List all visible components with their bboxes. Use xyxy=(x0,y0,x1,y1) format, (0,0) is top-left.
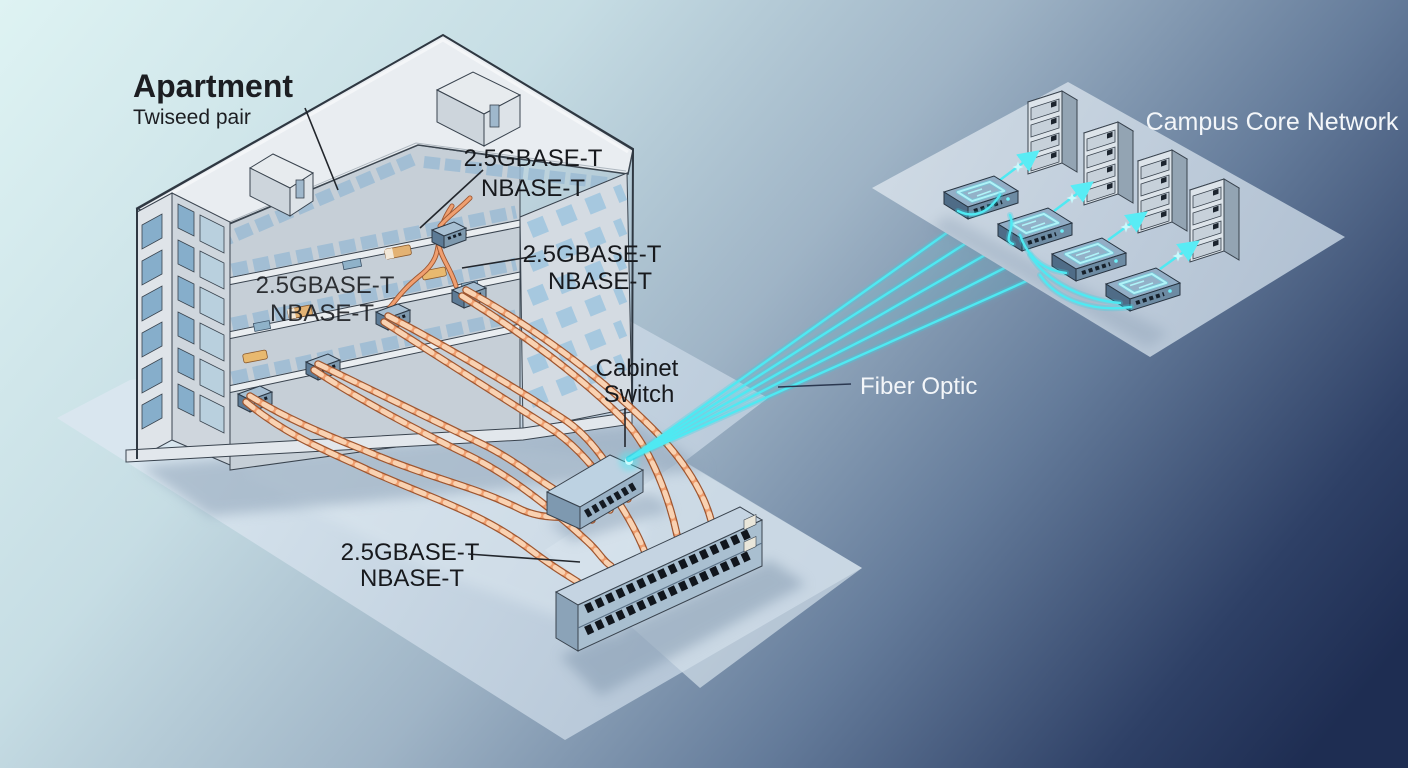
apartment-leader xyxy=(304,107,339,191)
campus-core-network xyxy=(872,82,1345,357)
building-outline xyxy=(136,33,635,459)
patch-panel xyxy=(554,506,764,652)
server-rack xyxy=(1137,149,1188,234)
panel-label-patch xyxy=(743,536,757,553)
balconies xyxy=(199,214,225,434)
left-tower xyxy=(136,192,231,466)
fiber-beams xyxy=(626,190,1043,462)
patch-panel-ports xyxy=(584,527,754,636)
copper-standard-label-bottom: 2.5GBASE-T NBASE-T xyxy=(341,539,480,592)
copper-standard-line1: 2.5GBASE-T xyxy=(341,539,480,566)
fiber-optic-label: Fiber Optic xyxy=(860,373,977,400)
labels: Apartment Twiseed pair 2.5GBASE-T NBASE-… xyxy=(133,68,1399,592)
roof-parapet-highlight xyxy=(141,38,629,212)
campus-platform xyxy=(872,82,1345,357)
cabinet-switch-line1: Cabinet xyxy=(596,355,679,382)
roof-bulkhead xyxy=(248,153,315,217)
copper-standard-line2: NBASE-T xyxy=(548,268,652,295)
cabinet-switch xyxy=(545,451,645,530)
link-sparkles xyxy=(1012,161,1184,262)
patch-panel-shadow xyxy=(560,560,806,696)
copper-label-leader xyxy=(461,255,537,269)
copper-standard-label-right: 2.5GBASE-T NBASE-T xyxy=(523,241,662,295)
left-tower-windows xyxy=(141,203,225,434)
apartment-title: Apartment xyxy=(133,68,293,104)
copper-standard-line2: NBASE-T xyxy=(270,300,374,327)
apartment-building xyxy=(125,33,635,471)
panel-label-patch xyxy=(743,514,757,531)
fiber-optic-leader xyxy=(777,383,852,388)
copper-label-leader xyxy=(419,169,484,229)
copper-standard-label-interior: 2.5GBASE-T NBASE-T xyxy=(256,272,395,327)
cabinet-switch-line2: Switch xyxy=(604,381,675,408)
server-rack xyxy=(1027,90,1078,175)
copper-standard-line1: 2.5GBASE-T xyxy=(464,145,603,172)
copper-standard-line1: 2.5GBASE-T xyxy=(256,272,395,299)
right-tower-windows xyxy=(526,184,628,408)
copper-standard-line2: NBASE-T xyxy=(360,565,464,592)
cabinet-switch-ports xyxy=(583,481,639,518)
cabinet-switch-label: Cabinet Switch xyxy=(596,355,679,408)
right-tower xyxy=(519,172,633,431)
apartment-subtitle: Twiseed pair xyxy=(133,106,251,129)
roof-bulkhead xyxy=(435,71,522,147)
server-rack xyxy=(1083,121,1134,206)
copper-standard-line2: NBASE-T xyxy=(481,175,585,202)
campus-core-network-label: Campus Core Network xyxy=(1146,108,1399,136)
copper-standard-line1: 2.5GBASE-T xyxy=(523,241,662,268)
copper-standard-label-top: 2.5GBASE-T NBASE-T xyxy=(464,145,603,202)
server-rack xyxy=(1189,178,1240,263)
copper-label-leader xyxy=(467,553,581,563)
